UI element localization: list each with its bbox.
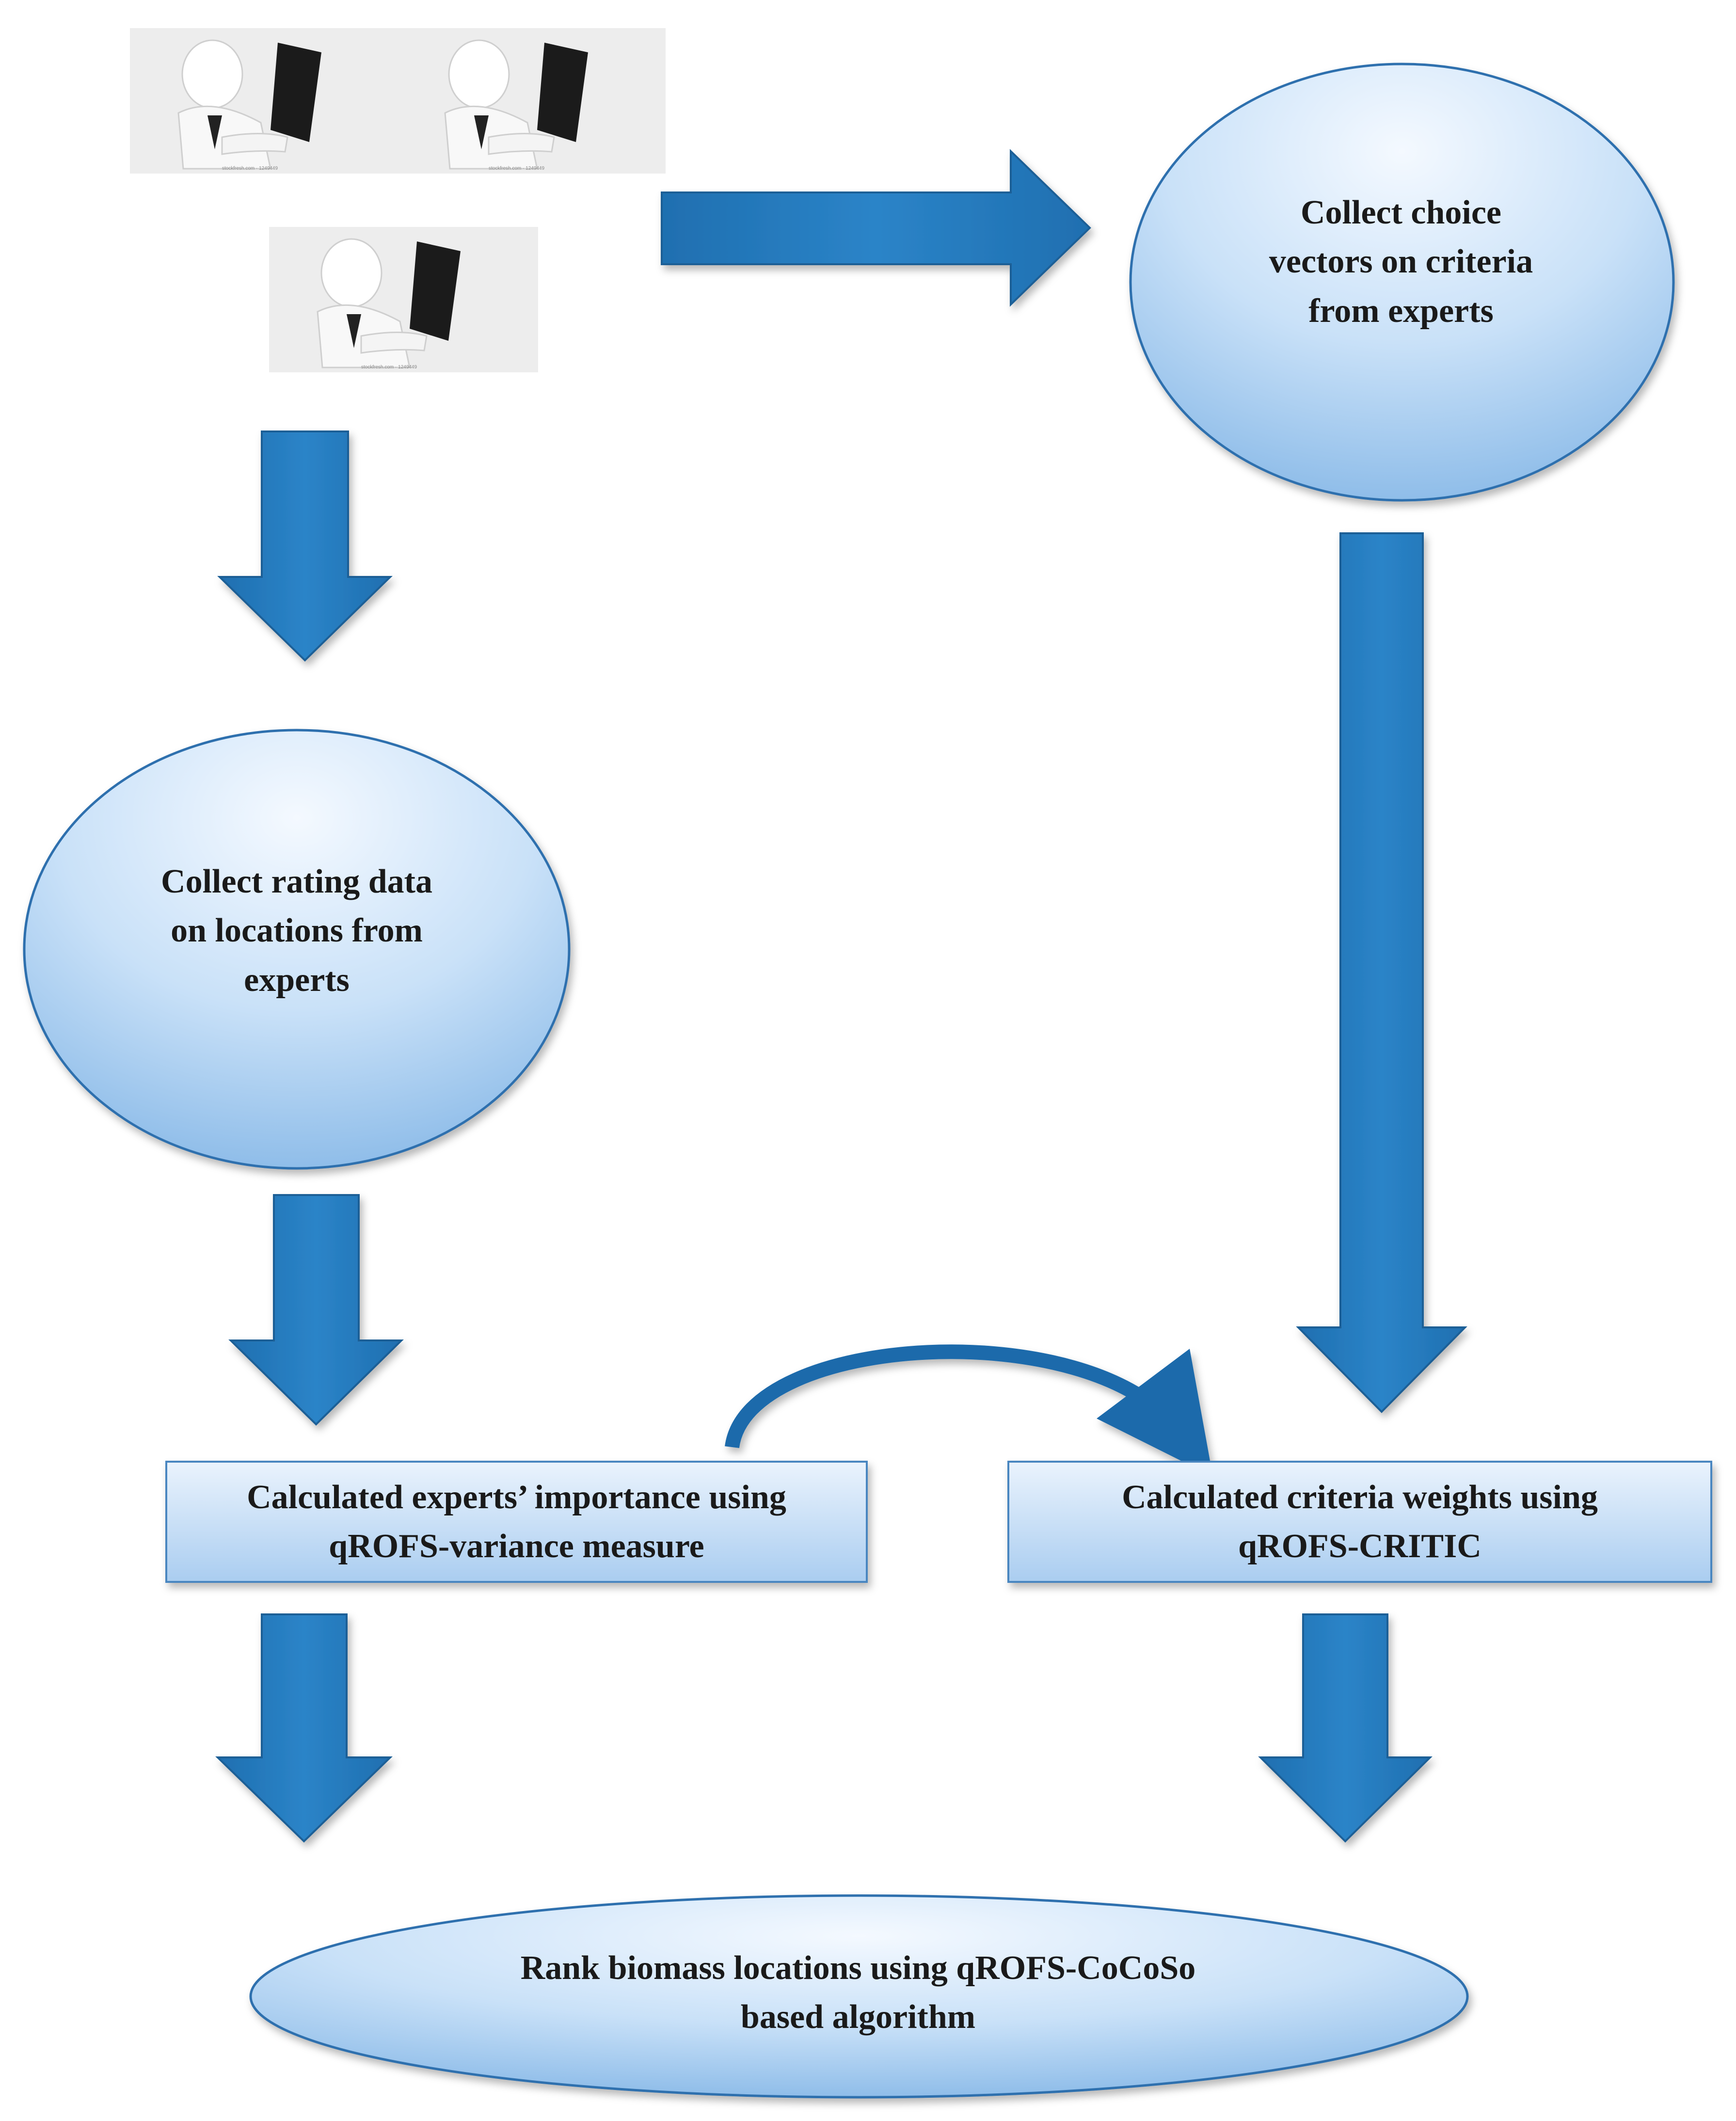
expert-image-1: stockfresh.com · 1249449 bbox=[130, 28, 397, 174]
rating-data-node-shape bbox=[23, 729, 571, 1170]
svg-text:stockfresh.com · 1249449: stockfresh.com · 1249449 bbox=[222, 166, 278, 171]
experts-importance-label: Calculated experts’ importance using qRO… bbox=[247, 1478, 786, 1565]
rating-data-label: Collect rating data on locations from ex… bbox=[161, 862, 432, 999]
experts-importance-node-shape bbox=[165, 1461, 868, 1583]
rank-locations-node-shape bbox=[249, 1894, 1469, 2099]
arrow-down-to-criteria-weights bbox=[1296, 532, 1467, 1413]
criteria-weights-node-shape bbox=[1007, 1461, 1712, 1583]
arrow-down-to-rating-data bbox=[217, 431, 393, 662]
expert-image-2: stockfresh.com · 1249449 bbox=[397, 28, 666, 174]
arrow-down-right-to-rank bbox=[1258, 1613, 1433, 1843]
arrow-right-to-choice-vectors bbox=[661, 149, 1091, 307]
criteria-weights-label: Calculated criteria weights using qROFS-… bbox=[1122, 1478, 1598, 1565]
curved-arrow-importance-to-weights bbox=[725, 1344, 1213, 1477]
rank-locations-label: Rank biomass locations using qROFS-CoCoS… bbox=[520, 1949, 1196, 2036]
choice-vectors-label: Collect choice vectors on criteria from … bbox=[1269, 193, 1533, 330]
choice-vectors-node-shape bbox=[1129, 63, 1675, 502]
svg-text:stockfresh.com · 1249449: stockfresh.com · 1249449 bbox=[489, 166, 544, 171]
arrow-down-to-experts-importance bbox=[228, 1194, 404, 1426]
arrow-down-left-to-rank bbox=[215, 1613, 393, 1843]
svg-text:stockfresh.com · 1249449: stockfresh.com · 1249449 bbox=[361, 365, 417, 370]
expert-image-3: stockfresh.com · 1249449 bbox=[269, 227, 538, 372]
